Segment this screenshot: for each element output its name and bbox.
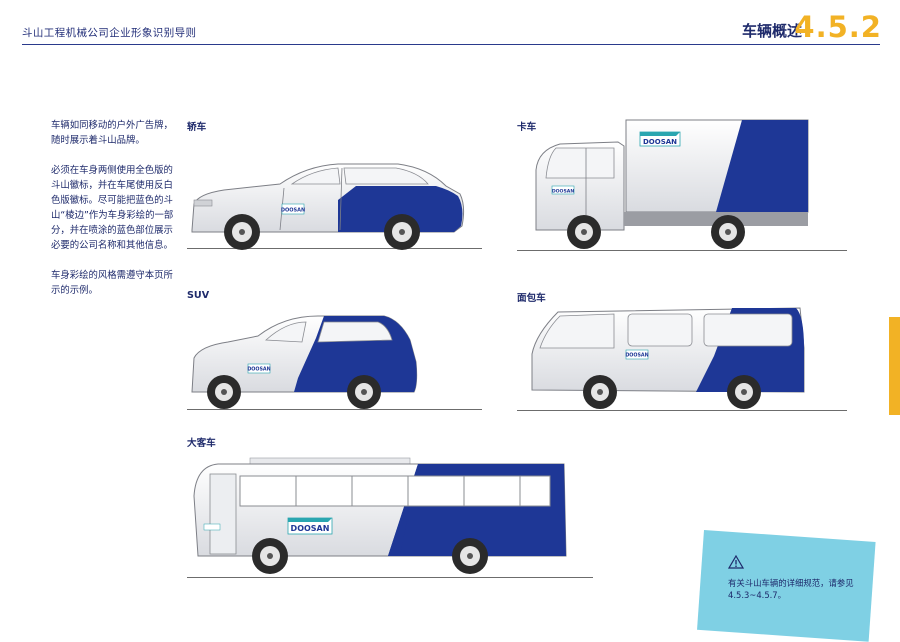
sedan-illustration: DOOSAN [191, 163, 465, 250]
section-number: 4.5.2 [794, 10, 882, 44]
intro-text: 车辆如同移动的户外广告牌，随时展示着斗山品牌。 必须在车身两侧使用全色版的斗山徽… [51, 118, 179, 313]
van-illustration: DOOSAN [531, 307, 805, 409]
doosan-logo [247, 363, 271, 374]
ground-line [187, 409, 482, 410]
suv-illustration: DOOSAN [191, 315, 418, 409]
doosan-logo [625, 349, 649, 360]
document-title: 斗山工程机械公司企业形象识别导则 [22, 27, 197, 39]
truck-label: 卡车 [517, 122, 537, 133]
warning-icon [728, 555, 744, 569]
intro-paragraph: 必须在车身两侧使用全色版的斗山徽标，并在车尾使用反白色版徽标。尽可能把蓝色的斗山… [51, 165, 174, 251]
intro-paragraph: 车身彩绘的风格需遵守本页所示的示例。 [51, 270, 173, 296]
logo-text: DOOSAN [247, 367, 270, 373]
note-text: 有关斗山车辆的详细规范，请参见4.5.3~4.5.7。 [728, 578, 854, 600]
bus-label: 大客车 [187, 438, 216, 449]
logo-text: DOOSAN [281, 208, 305, 214]
ground-line [517, 250, 847, 251]
suv-label: SUV [187, 290, 210, 301]
side-tab [889, 317, 900, 415]
logo-text: DOOSAN [291, 524, 330, 533]
doosan-logo [281, 203, 305, 215]
ground-line [187, 577, 593, 578]
bus-illustration: DOOSAN [193, 457, 567, 574]
sedan-label: 轿车 [187, 122, 207, 133]
van-label: 面包车 [517, 293, 546, 304]
section-title: 车辆概述 [741, 22, 802, 40]
logo-text: DOOSAN [625, 353, 648, 359]
header-rule [22, 44, 880, 45]
logo-text: DOOSAN [643, 138, 677, 146]
ground-line [517, 410, 847, 411]
truck-illustration: DOOSAN DOOSAN [535, 119, 809, 249]
intro-paragraph: 车辆如同移动的户外广告牌，随时展示着斗山品牌。 [51, 120, 173, 146]
logo-text: DOOSAN [552, 189, 574, 195]
ground-line [187, 248, 482, 249]
